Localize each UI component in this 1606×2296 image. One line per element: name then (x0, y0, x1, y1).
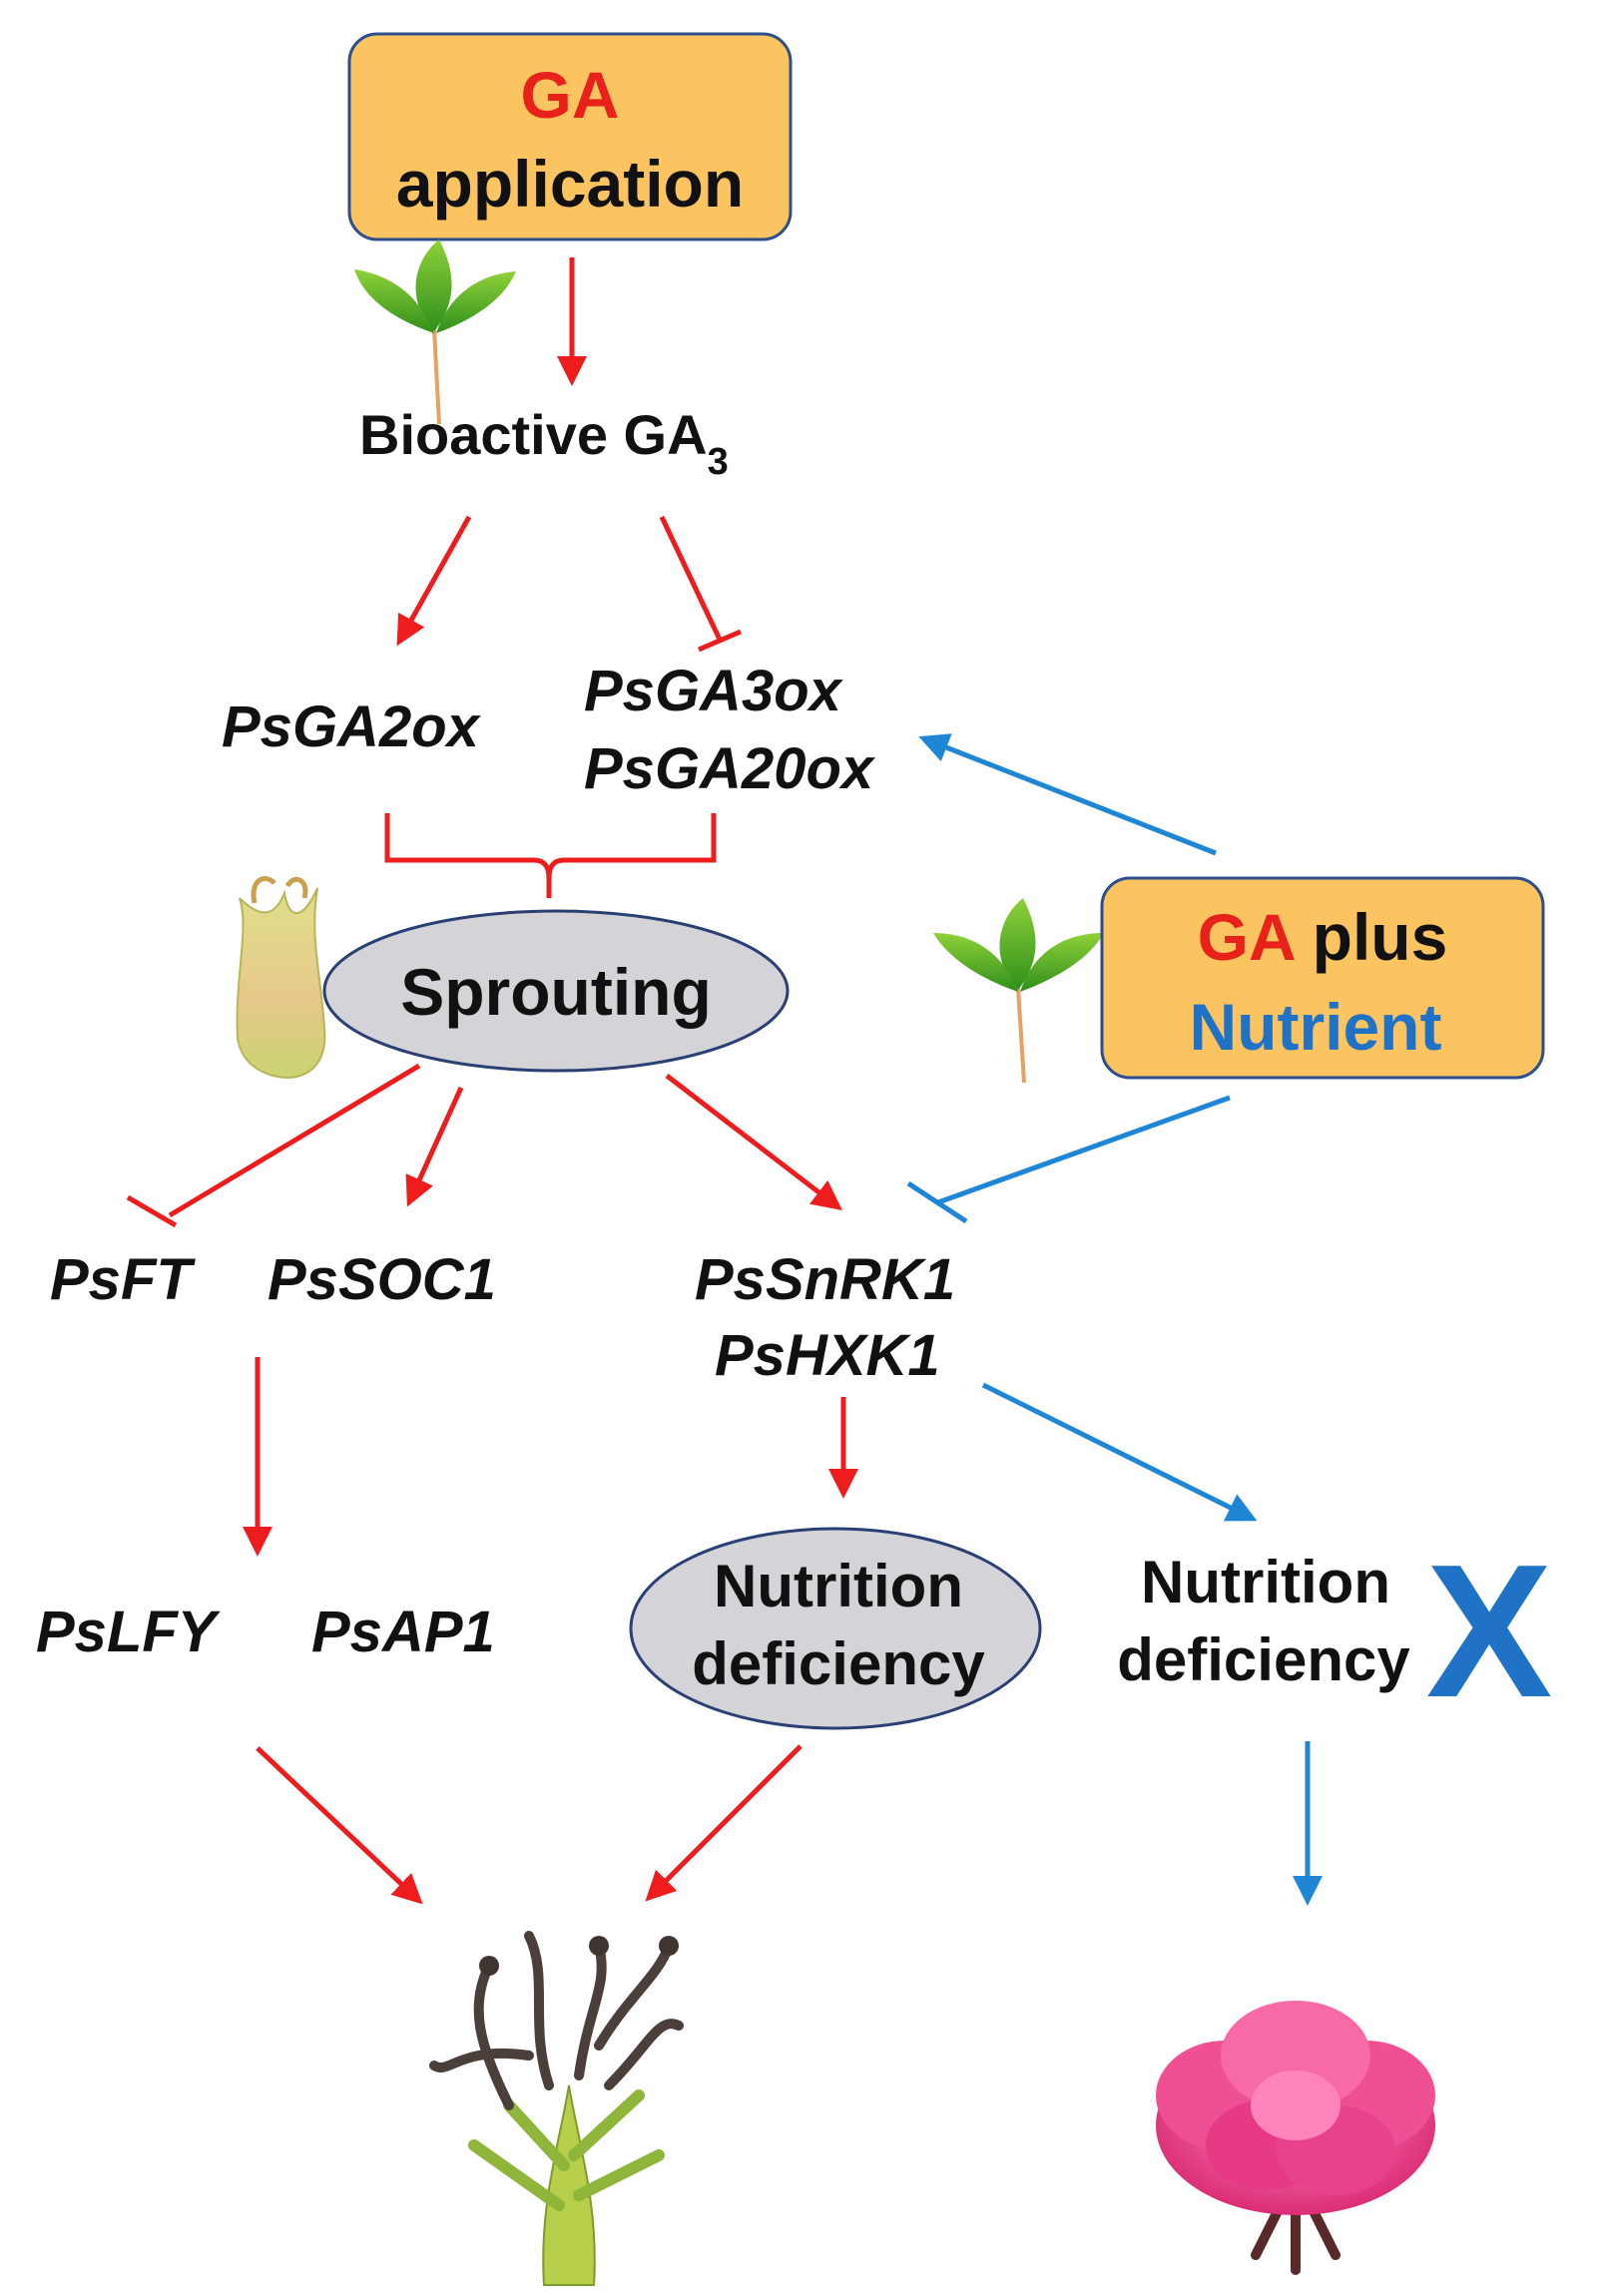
nutrition-deficiency-blocked: Nutrition deficiency X (1117, 1526, 1552, 1737)
nutrition-right-line2: deficiency (1117, 1626, 1410, 1693)
nutrition-left-line1: Nutrition (714, 1553, 963, 1619)
bioactive-subscript: 3 (708, 441, 729, 483)
arrow-sprouting-to-pssnrk1 (665, 1074, 842, 1211)
combo-ga-label: GA (1198, 900, 1297, 974)
ga-label: GA (521, 58, 620, 132)
nutrition-right-line1: Nutrition (1141, 1549, 1390, 1615)
inhibition-bioactive-to-ga3ox (659, 515, 742, 653)
leaf-icon (933, 898, 1104, 1084)
gene-psga20ox: PsGA20ox (584, 736, 876, 801)
application-label: application (396, 147, 744, 221)
peony-flower-icon (1156, 2001, 1435, 2275)
inhibition-sprouting-to-psft (126, 1063, 421, 1228)
gene-psft: PsFT (50, 1247, 196, 1312)
cross-mark-icon: X (1426, 1526, 1553, 1737)
arrow-nutrition-to-withered (645, 1744, 803, 1902)
sprouting-bud-icon (236, 876, 326, 1080)
svg-text:Bioactive GA3: Bioactive GA3 (359, 403, 729, 483)
leaf-icon (354, 239, 516, 425)
bioactive-ga3-label: Bioactive GA3 (359, 403, 729, 483)
gene-pslfy: PsLFY (36, 1600, 222, 1664)
arrow-sprouting-to-pssoc1 (405, 1086, 464, 1207)
arrow-lfy-to-withered (256, 1746, 423, 1905)
gene-pssoc1: PsSOC1 (268, 1247, 496, 1312)
sprouting-label: Sprouting (400, 955, 712, 1029)
combo-plus-label: plus (1313, 900, 1448, 974)
gene-psap1: PsAP1 (311, 1600, 495, 1664)
arrow-bioactive-to-ga2ox (396, 515, 472, 647)
gene-psga2ox: PsGA2ox (222, 694, 482, 759)
nutrition-left-line2: deficiency (692, 1630, 985, 1697)
inhibition-combo-to-pssnrk1 (906, 1095, 1231, 1224)
combo-nutrient-label: Nutrient (1190, 990, 1442, 1064)
gene-pssnrk1: PsSnRK1 (695, 1247, 955, 1312)
arrow-combo-to-ga3ox (918, 733, 1217, 856)
sprouting-node: Sprouting (322, 909, 790, 1073)
gene-pshxk1: PsHXK1 (715, 1323, 940, 1388)
arrow-to-nutrition-right (981, 1382, 1258, 1522)
nutrition-deficiency-node: Nutrition deficiency (629, 1527, 1042, 1730)
bioactive-main: Bioactive GA (359, 403, 708, 466)
brace-to-sprouting (384, 813, 717, 898)
withered-bud-icon (429, 1931, 684, 2286)
gene-psga3ox: PsGA3ox (584, 659, 844, 723)
ga-application-box: GA application (347, 32, 793, 241)
